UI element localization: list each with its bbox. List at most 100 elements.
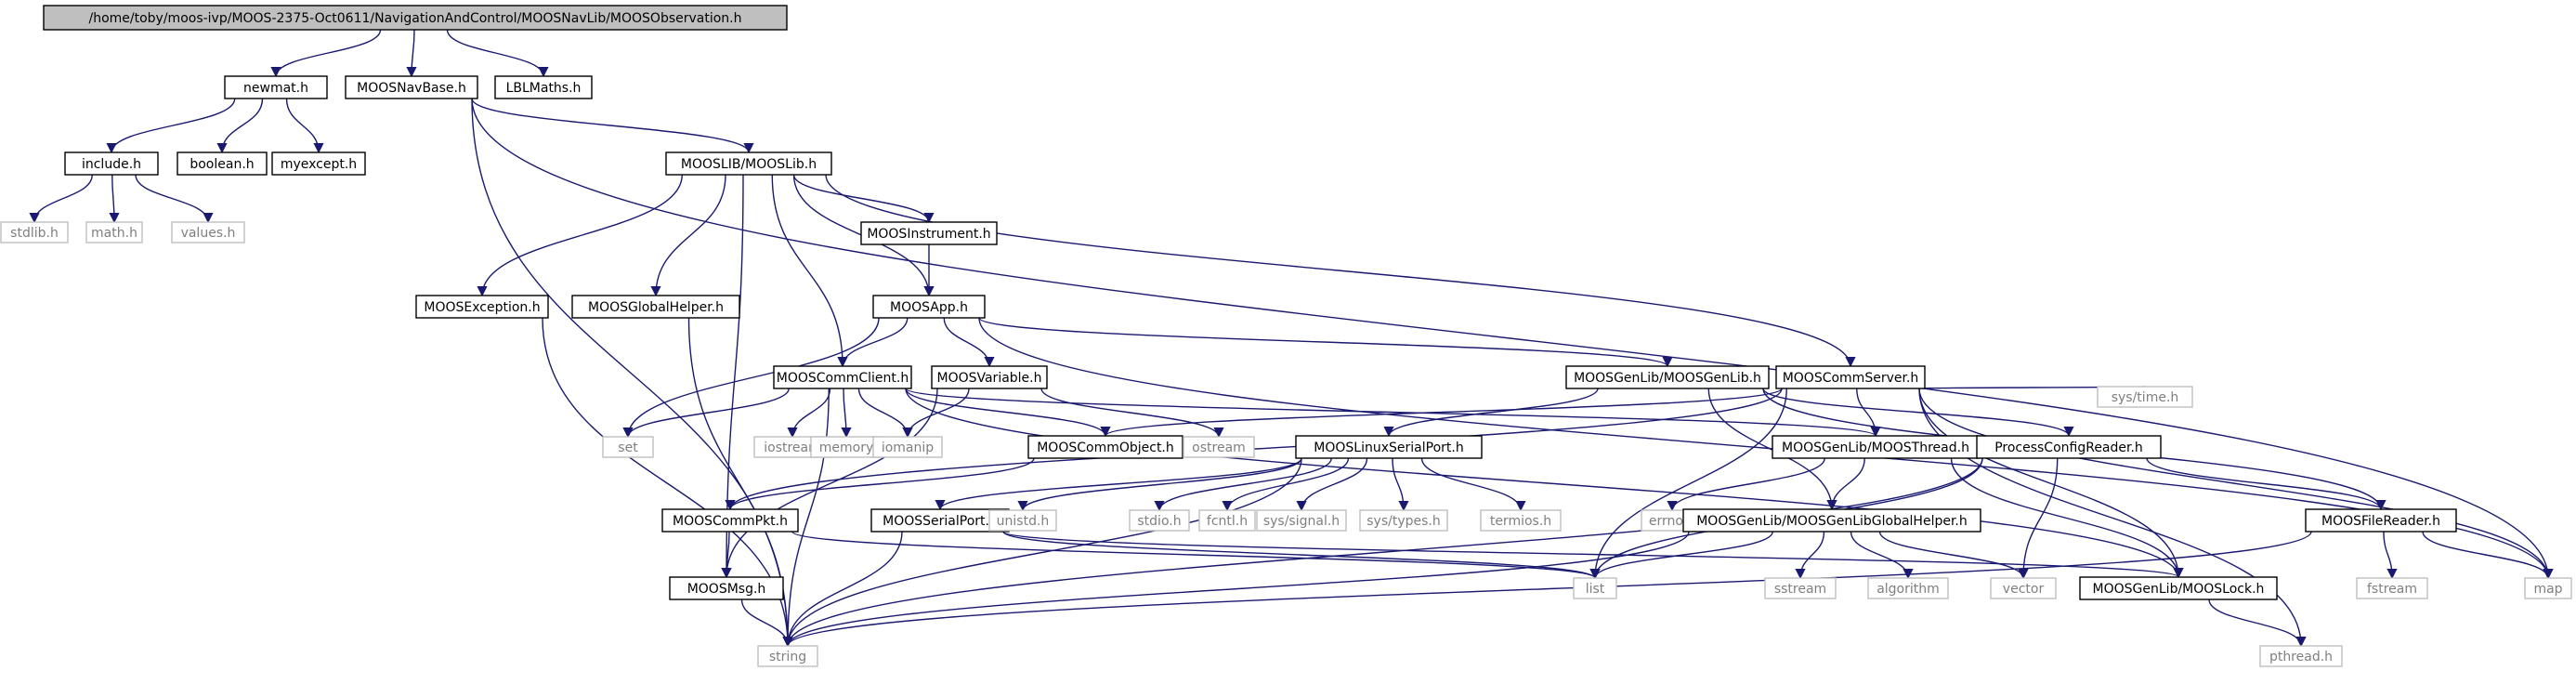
node-navbase[interactable]: MOOSNavBase.h	[345, 75, 478, 99]
node-string-label: string	[769, 650, 806, 664]
edge-mooslib-to-commclient	[771, 174, 848, 368]
node-vector: vector	[1990, 577, 2057, 599]
node-termios-box	[1480, 509, 1562, 532]
node-linuxserial[interactable]: MOOSLinuxSerialPort.h	[1295, 435, 1483, 459]
edge-globalhelper2-to-vector	[1878, 531, 2029, 580]
edge-lock-to-pthread	[2208, 598, 2307, 648]
node-variable[interactable]: MOOSVariable.h	[931, 365, 1048, 389]
node-lblmaths[interactable]: LBLMaths.h	[494, 75, 593, 99]
node-genlib-label: MOOSGenLib/MOOSGenLib.h	[1574, 371, 1761, 386]
edge-root-to-navbase	[406, 29, 417, 78]
node-math-box	[85, 221, 143, 243]
node-map: map	[2524, 577, 2572, 599]
node-commserver[interactable]: MOOSCommServer.h	[1775, 365, 1926, 389]
node-stdlib-label: stdlib.h	[10, 226, 59, 241]
node-pcr-box	[1976, 435, 2162, 459]
node-lock[interactable]: MOOSGenLib/MOOSLock.h	[2079, 576, 2278, 600]
node-fcntl-box	[1198, 509, 1256, 532]
node-iomanip-label: iomanip	[882, 441, 934, 455]
node-systime: sys/time.h	[2097, 386, 2193, 408]
node-pcr[interactable]: ProcessConfigReader.h	[1976, 435, 2162, 459]
node-app[interactable]: MOOSApp.h	[872, 295, 986, 319]
node-systypes: sys/types.h	[1359, 509, 1448, 532]
node-sstream: sstream	[1764, 577, 1837, 599]
node-exception-label: MOOSException.h	[424, 300, 540, 315]
node-root[interactable]: /home/toby/moos-ivp/MOOS-2375-Oct0611/Na…	[43, 5, 788, 31]
node-commclient-box	[773, 365, 912, 389]
edge-app-to-variable	[943, 317, 995, 368]
edge-include-to-values	[135, 174, 214, 224]
node-instrument[interactable]: MOOSInstrument.h	[860, 221, 998, 245]
node-globalhelper-box	[571, 295, 740, 319]
edge-linuxserial-to-systypes	[1392, 457, 1409, 512]
node-serialport[interactable]: MOOSSerialPort.h	[870, 508, 1010, 533]
edge-commpkt-to-list	[791, 531, 1601, 580]
edge-newmat-to-include	[106, 98, 236, 154]
node-exception[interactable]: MOOSException.h	[415, 295, 549, 319]
node-app-box	[872, 295, 986, 319]
node-include[interactable]: include.h	[64, 151, 159, 176]
node-ostream-label: ostream	[1192, 441, 1246, 455]
node-ostream: ostream	[1183, 436, 1255, 458]
edge-commserver-to-lock	[1918, 388, 2184, 579]
node-boolean[interactable]: boolean.h	[177, 151, 268, 176]
edge-serialport-to-list	[1002, 531, 1601, 580]
node-commpkt-label: MOOSCommPkt.h	[673, 514, 788, 529]
edge-globalhelper2-to-string	[782, 531, 1690, 648]
node-commserver-label: MOOSCommServer.h	[1783, 371, 1919, 386]
node-stdio-box	[1129, 509, 1190, 532]
node-root-box	[43, 5, 788, 31]
node-commpkt[interactable]: MOOSCommPkt.h	[661, 508, 799, 533]
node-globalhelper2-label: MOOSGenLib/MOOSGenLibGlobalHelper.h	[1696, 514, 1968, 529]
node-msg[interactable]: MOOSMsg.h	[669, 576, 784, 600]
node-filereader[interactable]: MOOSFileReader.h	[2305, 508, 2457, 533]
node-mooslib-label: MOOSLIB/MOOSLib.h	[681, 157, 817, 172]
node-algorithm-label: algorithm	[1876, 582, 1940, 597]
node-sstream-box	[1764, 577, 1837, 599]
edge-navbase-to-string	[471, 98, 793, 648]
node-fstream: fstream	[2356, 577, 2428, 599]
edge-filereader-to-string	[782, 531, 2312, 648]
node-pthread-label: pthread.h	[2269, 650, 2333, 664]
edge-linuxserial-to-stdio	[1154, 457, 1332, 512]
edge-app-to-genlib	[978, 317, 1673, 368]
edge-thread-to-lock	[1950, 457, 2184, 579]
edge-commserver-to-commobject	[1100, 388, 1783, 438]
edge-serialport-to-string	[782, 531, 903, 648]
edge-app-to-commclient	[837, 317, 909, 368]
node-globalhelper2[interactable]: MOOSGenLib/MOOSGenLibGlobalHelper.h	[1682, 508, 1981, 533]
edge-serialport-to-lock	[1002, 531, 2184, 579]
node-commobject[interactable]: MOOSCommObject.h	[1027, 435, 1183, 459]
node-syssignal: sys/signal.h	[1256, 509, 1347, 532]
node-list-label: list	[1586, 582, 1605, 597]
node-thread[interactable]: MOOSGenLib/MOOSThread.h	[1772, 435, 1980, 459]
edge-navbase-to-mooslib	[471, 98, 754, 154]
edge-linuxserial-to-fcntl	[1222, 457, 1350, 512]
node-myexcept[interactable]: myexcept.h	[271, 151, 366, 176]
edge-variable-to-ostream	[1040, 388, 1224, 439]
node-syssignal-label: sys/signal.h	[1263, 514, 1340, 529]
node-genlib[interactable]: MOOSGenLib/MOOSGenLib.h	[1565, 365, 1770, 389]
node-thread-box	[1772, 435, 1980, 459]
edge-newmat-to-boolean	[216, 98, 264, 154]
node-commclient[interactable]: MOOSCommClient.h	[773, 365, 912, 389]
edge-include-to-stdlib	[29, 174, 93, 224]
edge-globalhelper2-to-list	[1589, 531, 1773, 580]
node-sstream-label: sstream	[1774, 582, 1826, 597]
node-genlib-box	[1565, 365, 1770, 389]
node-mooslib[interactable]: MOOSLIB/MOOSLib.h	[665, 151, 832, 176]
edge-filereader-to-fstream	[2383, 531, 2398, 580]
node-lblmaths-label: LBLMaths.h	[506, 81, 582, 96]
node-systypes-box	[1359, 509, 1448, 532]
edge-pcr-to-string	[782, 457, 1983, 648]
node-pcr-label: ProcessConfigReader.h	[1994, 441, 2143, 455]
node-lock-box	[2079, 576, 2278, 600]
node-variable-box	[931, 365, 1048, 389]
edge-genlib-to-pcr	[1762, 388, 2074, 438]
node-globalhelper[interactable]: MOOSGlobalHelper.h	[571, 295, 740, 319]
node-newmat[interactable]: newmat.h	[224, 75, 328, 99]
node-list-box	[1573, 577, 1617, 599]
edge-genlib-to-linuxserial	[1383, 388, 1599, 438]
node-newmat-label: newmat.h	[243, 81, 308, 96]
node-unistd-label: unistd.h	[997, 514, 1050, 529]
